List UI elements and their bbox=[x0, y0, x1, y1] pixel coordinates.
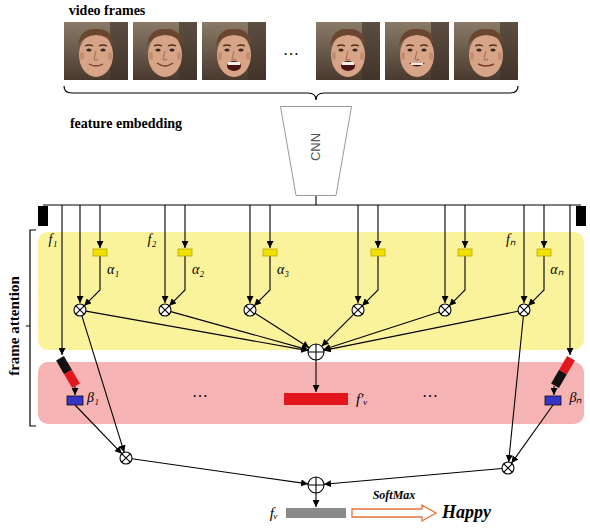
band-bracket bbox=[26, 230, 36, 426]
beta-weight-box bbox=[67, 396, 83, 405]
ellipsis: … bbox=[283, 41, 299, 59]
weight-symbol: αₙ bbox=[550, 262, 563, 277]
weight-symbol: β₁ bbox=[87, 390, 99, 405]
bus-end-block bbox=[576, 206, 586, 226]
feature-symbol: fᵥ bbox=[270, 505, 278, 522]
feature-symbol: f₁ bbox=[49, 232, 58, 247]
face-mouth bbox=[89, 63, 494, 67]
section-heading: video frames bbox=[69, 3, 146, 18]
bus-end-block bbox=[38, 206, 48, 226]
attention-feature-bar: f′ᵥ bbox=[284, 393, 348, 405]
network-label: CNN bbox=[309, 132, 323, 160]
video-feature-bar: fᵥ bbox=[286, 508, 346, 518]
beta-weight-box bbox=[545, 396, 561, 405]
concat-bar bbox=[551, 356, 575, 388]
relation-band bbox=[38, 362, 584, 424]
edge-label: SoftMax bbox=[373, 489, 416, 502]
alpha-weight-box bbox=[93, 249, 551, 256]
face-open-mouth bbox=[227, 61, 425, 71]
feature-symbol: fₙ bbox=[506, 232, 516, 247]
attention-band bbox=[38, 232, 584, 350]
ellipsis: … bbox=[192, 383, 208, 401]
cnn-trapezoid: CNN bbox=[280, 106, 352, 196]
video-frame bbox=[64, 22, 518, 80]
sum-symbol bbox=[308, 344, 324, 493]
weight-symbol: α₂ bbox=[192, 262, 204, 277]
multiply-symbol bbox=[74, 304, 530, 474]
feature-wire bbox=[43, 196, 581, 205]
weight-symbol: α₁ bbox=[107, 262, 119, 277]
weight-symbol: α₃ bbox=[277, 262, 289, 277]
frames-brace bbox=[64, 86, 518, 100]
ellipsis: … bbox=[422, 383, 438, 401]
attention-wire bbox=[62, 205, 570, 507]
feature-symbol: f′ᵥ bbox=[356, 391, 368, 408]
section-heading: frame attention bbox=[6, 276, 23, 376]
class-label: Happy bbox=[442, 503, 491, 523]
weight-symbol: βₙ bbox=[570, 390, 583, 405]
concat-bar bbox=[56, 356, 80, 388]
feature-symbol: f₂ bbox=[148, 232, 157, 247]
softmax-arrow bbox=[352, 505, 436, 521]
section-heading: feature embedding bbox=[70, 116, 182, 131]
emotion-output: Happy bbox=[440, 503, 493, 523]
